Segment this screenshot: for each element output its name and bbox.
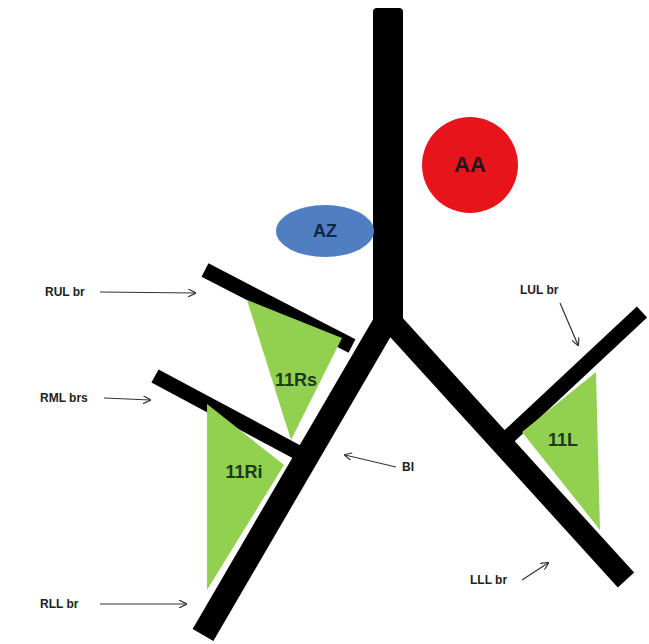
- shape-fill: [247, 300, 342, 440]
- trachea: [373, 8, 403, 330]
- node-label: AA: [454, 154, 486, 176]
- shape-outline: [515, 366, 603, 538]
- shape-outline: [205, 396, 291, 594]
- azygos-ellipse: AZ: [276, 205, 374, 257]
- leader-arrow: [100, 292, 195, 293]
- aortic-arch-circle: AA: [422, 117, 518, 213]
- lymph-station-region: 11L: [515, 366, 603, 538]
- node-label: 11L: [548, 431, 578, 449]
- bronchus-label: RML brs: [40, 392, 88, 404]
- shape-fill: [422, 117, 518, 213]
- bronchus-label: RUL br: [45, 286, 85, 298]
- shape-fill: [207, 404, 284, 590]
- leader-arrow: [100, 603, 186, 604]
- node-label: 11Rs: [275, 371, 317, 389]
- shape-fill: [276, 205, 374, 257]
- bronchus-label: LLL br: [470, 574, 507, 586]
- leader-arrow: [104, 398, 150, 400]
- leader-arrow: [522, 563, 548, 580]
- bronchus-label: RLL br: [40, 598, 78, 610]
- shape-fill: [522, 372, 600, 530]
- node-label: AZ: [313, 222, 337, 240]
- bronchus-label: BI: [402, 461, 414, 473]
- leader-arrow: [345, 455, 396, 467]
- leader-arrow: [560, 303, 578, 345]
- node-label: 11Ri: [225, 463, 262, 481]
- lymph-station-region: 11Rs: [240, 300, 352, 450]
- bronchus-label: LUL br: [520, 284, 558, 296]
- lymph-station-region: 11Ri: [205, 396, 291, 594]
